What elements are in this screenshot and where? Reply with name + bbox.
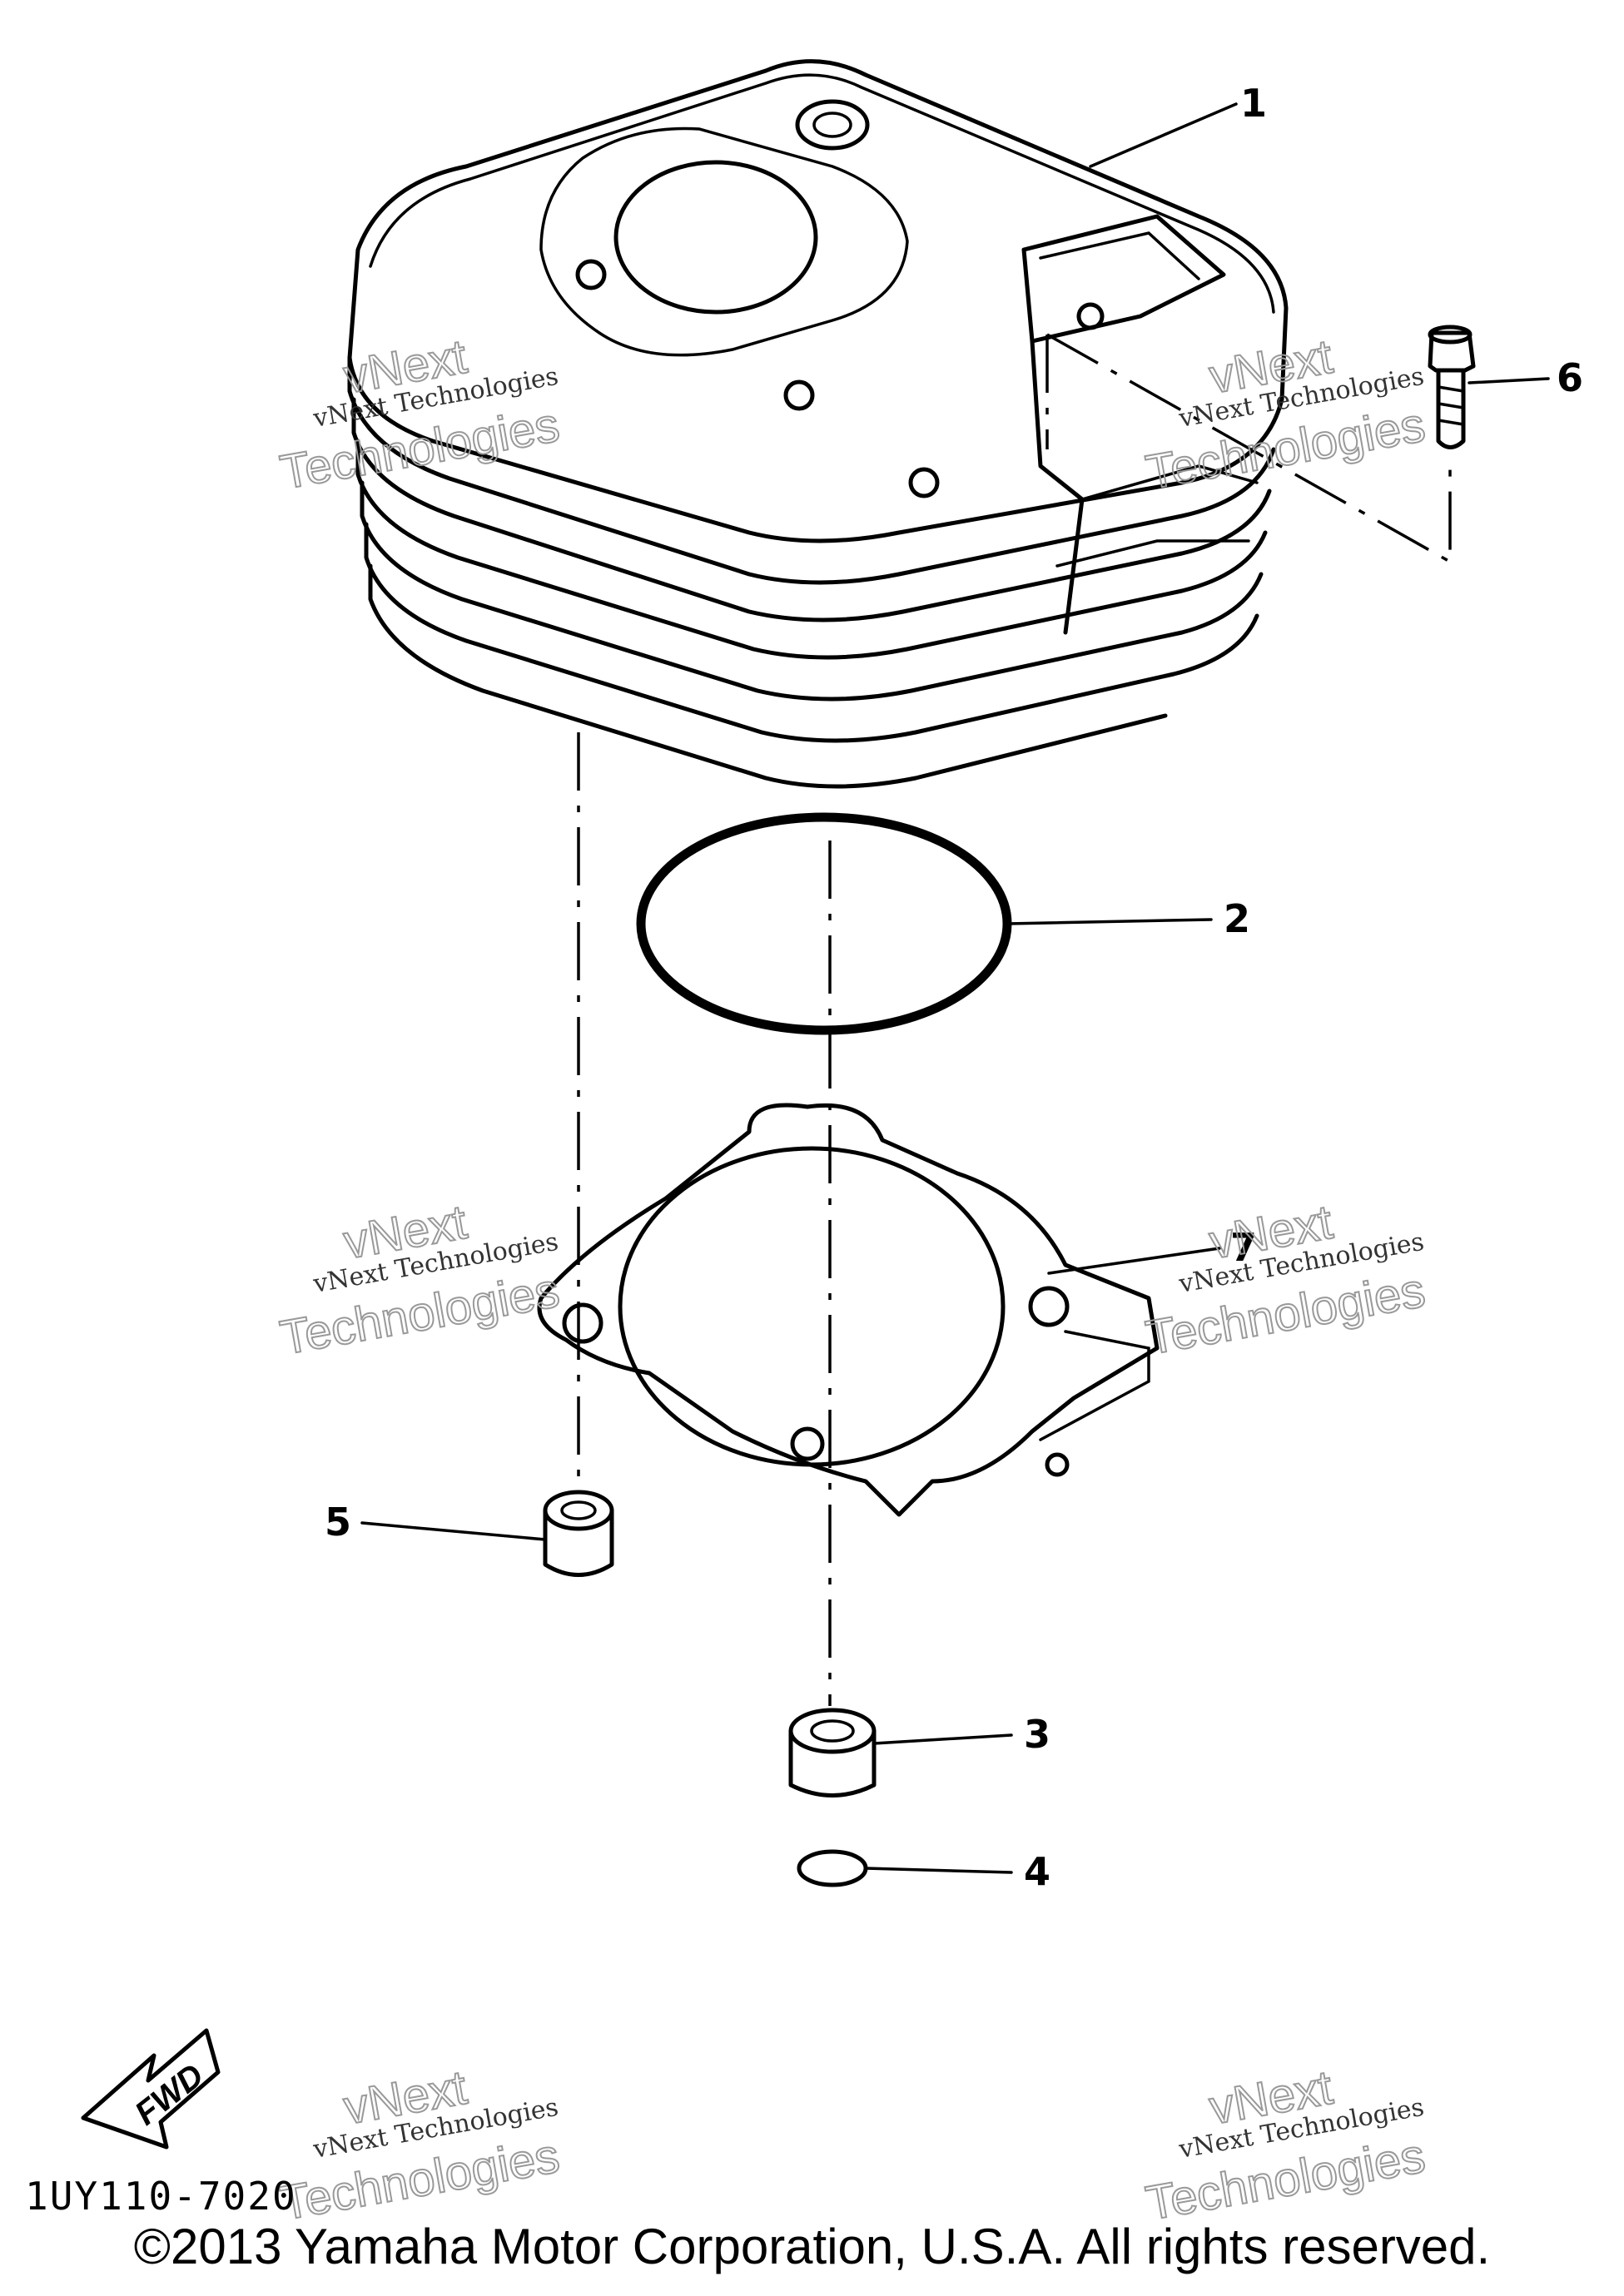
callout-1: 1 <box>1240 81 1267 126</box>
o-ring-part-4[interactable] <box>797 1849 868 1887</box>
watermark-top-left: vNext vNext Technologies Technologies <box>276 329 564 501</box>
watermark-bottom-right: vNext vNext Technologies Technologies <box>1141 2060 1430 2232</box>
callout-5: 5 <box>325 1500 351 1545</box>
callout-7: 7 <box>1230 1225 1257 1270</box>
diagram-code: 1UY110-7020 <box>25 2174 297 2219</box>
fwd-arrow-icon: FWD <box>81 2028 221 2150</box>
copyright-notice: ©2013 Yamaha Motor Corporation, U.S.A. A… <box>133 2219 1491 2274</box>
leader-lines <box>360 102 1550 1874</box>
o-ring-part-2[interactable] <box>636 812 1012 1035</box>
callout-3: 3 <box>1024 1712 1050 1757</box>
cylinder-part-1[interactable] <box>347 59 1289 789</box>
dowel-part-5[interactable] <box>543 1490 614 1577</box>
watermark-mid-right: vNext vNext Technologies Technologies <box>1141 1194 1430 1366</box>
watermark-bottom-left: vNext vNext Technologies Technologies <box>276 2060 564 2232</box>
callout-6: 6 <box>1557 355 1583 400</box>
base-gasket-part-7[interactable] <box>537 1103 1160 1517</box>
alignment-lines <box>577 333 1452 1706</box>
bolt-part-6[interactable] <box>1428 325 1476 449</box>
callout-4: 4 <box>1024 1849 1050 1894</box>
callout-2: 2 <box>1224 896 1250 941</box>
watermark-mid-left: vNext vNext Technologies Technologies <box>276 1194 564 1366</box>
dowel-part-3[interactable] <box>788 1708 877 1798</box>
